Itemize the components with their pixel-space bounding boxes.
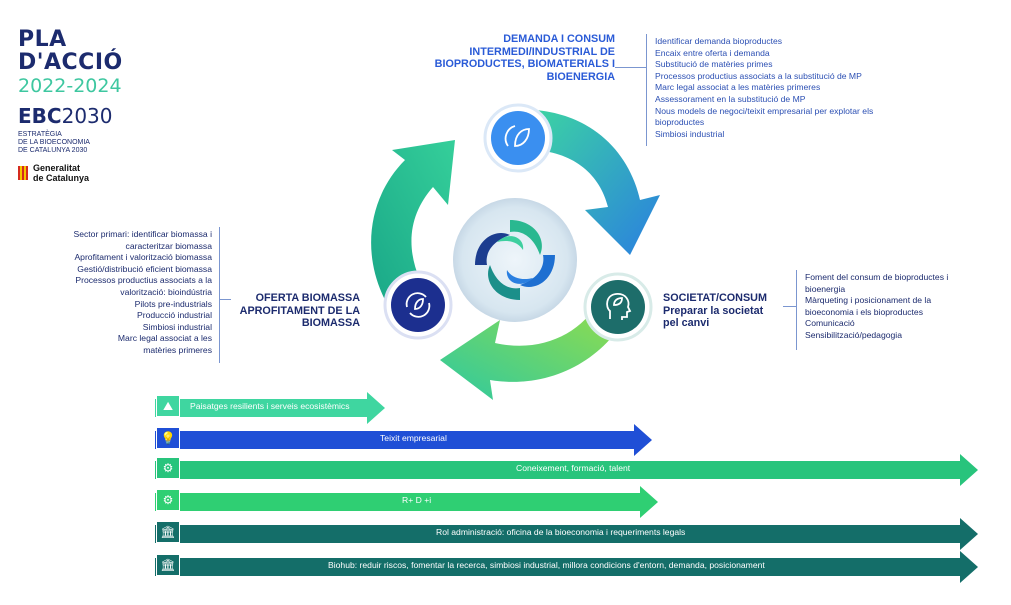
lightbulb-icon: 💡: [156, 427, 180, 449]
demanda-title-line: BIOPRODUCTES, BIOMATERIALS I: [434, 58, 615, 70]
axis-bar-3: [155, 454, 978, 486]
logo-title-line1: PLA: [18, 27, 67, 52]
oferta-title-line: BIOMASSA: [301, 317, 360, 329]
gear-icon: ⚙: [156, 489, 180, 511]
axis-bar-label: Teixit empresarial: [380, 433, 447, 443]
societat-connector: [783, 306, 796, 307]
oferta-title-line: OFERTA BIOMASSA: [255, 292, 360, 304]
demanda-title-line: DEMANDA I CONSUM: [503, 33, 615, 45]
axis-bar-shape: [155, 454, 978, 486]
axis-bar-label: Rol administració: oficina de la bioecon…: [436, 527, 686, 537]
axis-bar-label: R+ D +i: [402, 495, 432, 505]
societat-item: bioeconomia i els bioproductes: [805, 306, 923, 317]
logo-block: PLA D'ACCIÓ 2022-2024 EBC2030 ESTRATÈGIA…: [18, 28, 148, 183]
oferta-title: OFERTA BIOMASSA APROFITAMENT DE LA BIOMA…: [228, 292, 360, 330]
gov-line-2: de Catalunya: [33, 173, 90, 183]
demanda-connector: [615, 67, 646, 68]
oferta-item: Pilots pre-industrials: [134, 298, 212, 309]
axis-bar-label: Biohub: reduir riscos, fomentar la recer…: [328, 560, 765, 570]
oferta-bracket: [219, 227, 220, 363]
gear-icon: ⚙: [156, 457, 180, 479]
axis-bar-shape: [155, 392, 385, 424]
oferta-item: valorització: bioindústria: [120, 286, 212, 297]
demanda-title: DEMANDA I CONSUM INTERMEDI/INDUSTRIAL DE…: [415, 33, 615, 83]
axis-bar-label: Paisatges resilients i serveis ecosistèm…: [190, 401, 350, 411]
logo-ebc-bold: EBC: [18, 104, 62, 128]
axis-bar-5: [155, 518, 978, 550]
societat-item: Comunicació: [805, 318, 855, 329]
societat-list: Foment del consum de bioproductes i bioe…: [805, 272, 948, 342]
oferta-list: Sector primari: identificar biomassa i c…: [40, 229, 212, 357]
leaf-cycle-icon: [504, 125, 530, 147]
generalitat-mark: Generalitat de Catalunya: [18, 163, 148, 183]
demanda-title-line: BIOENERGIA: [546, 70, 615, 83]
societat-item: Foment del consum de bioproductes i: [805, 272, 949, 282]
demanda-title-line: INTERMEDI/INDUSTRIAL DE: [469, 45, 615, 58]
demanda-item: bioproductes: [655, 117, 705, 128]
cycle-arrow-top-right: [535, 110, 660, 255]
oferta-item: Producció industrial: [137, 310, 212, 321]
generalitat-text: Generalitat de Catalunya: [33, 163, 113, 183]
oferta-item: Processos productius associats a la: [75, 275, 212, 286]
axis-bar-shape: [155, 486, 658, 518]
societat-title-line: pel canvi: [663, 317, 710, 329]
demanda-item: Simbiosi industrial: [655, 128, 725, 139]
demanda-item: Identificar demanda bioproductes: [655, 36, 783, 46]
oferta-item: Sector primari: identificar biomassa i: [73, 229, 212, 239]
oferta-item: Aprofitament i valorització biomassa: [74, 252, 212, 263]
oferta-item: Simbiosi industrial: [142, 321, 212, 332]
demanda-item: Marc legal associat a les matèries prime…: [655, 82, 821, 93]
oferta-title-line: APROFITAMENT DE LA: [239, 304, 360, 317]
societat-bracket: [796, 270, 797, 350]
axis-bar-2: [155, 424, 652, 456]
landscape-icon: ⛰: [156, 395, 180, 417]
institution-icon: 🏛: [156, 521, 180, 543]
demanda-item: Processos productius associats a la subs…: [655, 70, 862, 81]
logo-ebc: EBC2030: [18, 105, 148, 127]
axis-bar-4: [155, 486, 658, 518]
societat-title-line: SOCIETAT/CONSUM: [663, 292, 767, 304]
oferta-item: caracteritzar biomassa: [125, 240, 212, 251]
axis-bar-shape: [155, 518, 978, 550]
head-leaf-icon: [606, 293, 632, 320]
demanda-item: Substitució de matèries primes: [655, 59, 773, 70]
demanda-item: Assessorament en la substitució de MP: [655, 93, 806, 104]
axis-bar-6: [155, 551, 978, 583]
logo-title-line2: D'ACCIÓ: [18, 50, 123, 75]
logo-subtitle-3: DE CATALUNYA 2030: [18, 147, 88, 154]
oferta-item: Marc legal associat a les: [117, 333, 212, 344]
senyera-icon: [18, 166, 28, 180]
institution-icon: 🏛: [156, 554, 180, 576]
oferta-item: matèries primeres: [143, 344, 212, 355]
logo-subtitle: ESTRATÈGIA DE LA BIOECONOMIA DE CATALUNY…: [18, 131, 128, 155]
cycle-diagram: [371, 103, 660, 400]
logo-ebc-year: 2030: [61, 104, 113, 128]
demanda-item: Encaix entre oferta i demanda: [655, 47, 770, 58]
societat-item: Sensibilització/pedagogia: [805, 329, 902, 340]
axis-bar-shape: [155, 424, 652, 456]
demanda-list: Identificar demanda bioproductes Encaix …: [655, 36, 873, 140]
demanda-item: Nous models de negoci/teixit empresarial…: [655, 105, 874, 116]
logo-years: 2022-2024: [18, 75, 122, 97]
axis-bar-shape: [155, 551, 978, 583]
demanda-bracket: [646, 34, 647, 146]
cycle-core: [453, 198, 577, 322]
cycle-arrow-bottom: [440, 300, 630, 400]
oferta-item: Gestió/distribució eficient biomassa: [77, 263, 212, 274]
axis-bar-1: [155, 392, 385, 424]
logo-subtitle-2: DE LA BIOECONOMIA: [18, 139, 90, 146]
oferta-connector: [219, 299, 231, 300]
bioeconomy-swirl-icon: [475, 220, 555, 300]
societat-item: bioenergia: [805, 283, 846, 294]
recycle-leaf-icon: [405, 292, 431, 318]
cycle-arrow-left: [371, 140, 455, 300]
societat-item: Màrqueting i posicionament de la: [805, 295, 932, 306]
gov-line-1: Generalitat: [33, 163, 81, 173]
axis-bar-label: Coneixement, formació, talent: [516, 463, 631, 473]
societat-title: SOCIETAT/CONSUM Preparar la societat pel…: [663, 292, 783, 330]
societat-title-line: Preparar la societat: [663, 304, 764, 317]
logo-subtitle-1: ESTRATÈGIA: [18, 131, 62, 138]
